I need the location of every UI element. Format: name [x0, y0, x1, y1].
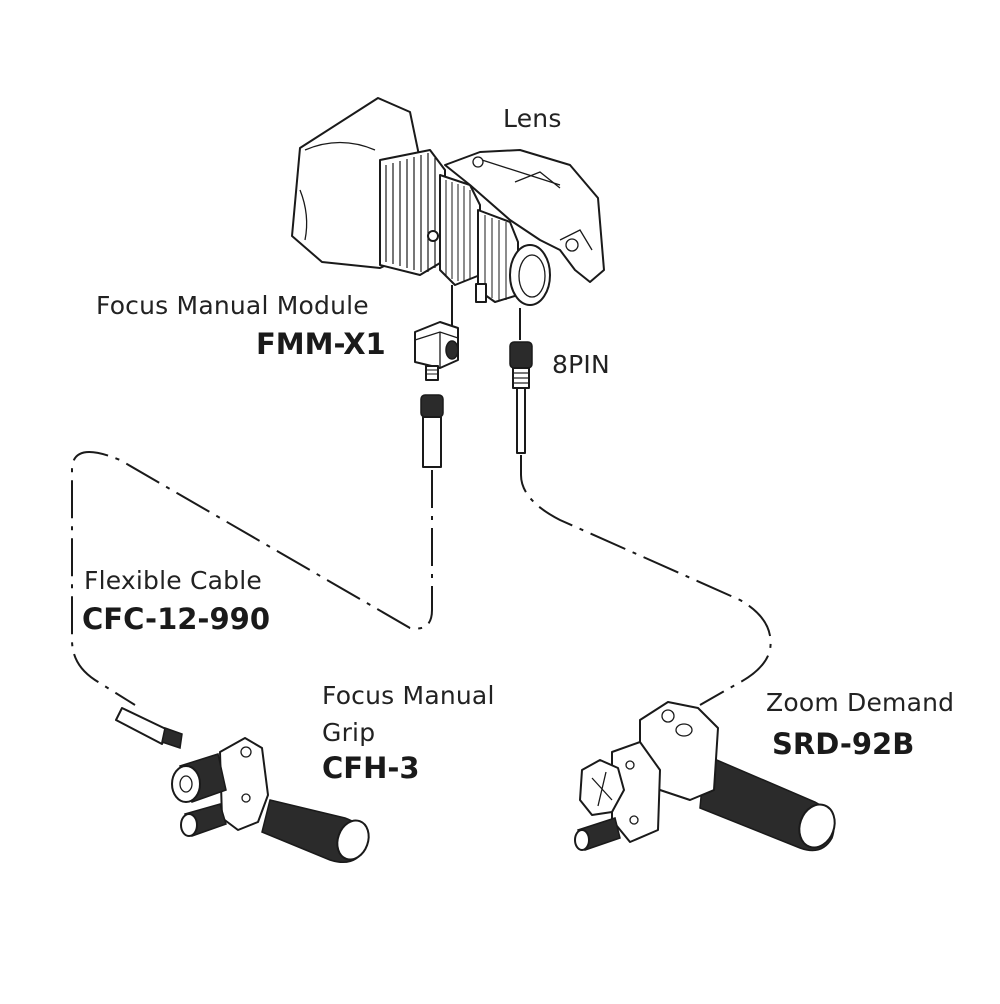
focus-manual-module-illustration — [414, 321, 459, 468]
8pin-connector-label: 8PIN — [552, 350, 610, 379]
focus-grip-name-line1: Focus Manual — [322, 681, 495, 710]
focus-module-model-label: FMM-X1 — [256, 327, 386, 361]
zoom-demand-illustration — [574, 701, 836, 852]
focus-grip-model-label: CFH-3 — [322, 751, 420, 785]
zoom-demand-cable-path — [520, 455, 772, 706]
lens-label: Lens — [503, 104, 562, 133]
flexible-cable-end — [115, 707, 183, 749]
zoom-demand-name-label: Zoom Demand — [766, 688, 955, 717]
lens-illustration — [291, 97, 605, 306]
zoom-demand-model-label: SRD-92B — [772, 727, 915, 761]
focus-module-name-label: Focus Manual Module — [96, 291, 369, 320]
flexible-cable-name-label: Flexible Cable — [84, 566, 262, 595]
focus-grip-name-line2: Grip — [322, 718, 376, 747]
flexible-cable-path — [71, 451, 433, 706]
focus-manual-grip-illustration — [171, 737, 370, 863]
8pin-connector-illustration — [509, 341, 533, 454]
flexible-cable-model-label: CFC-12-990 — [82, 602, 271, 636]
